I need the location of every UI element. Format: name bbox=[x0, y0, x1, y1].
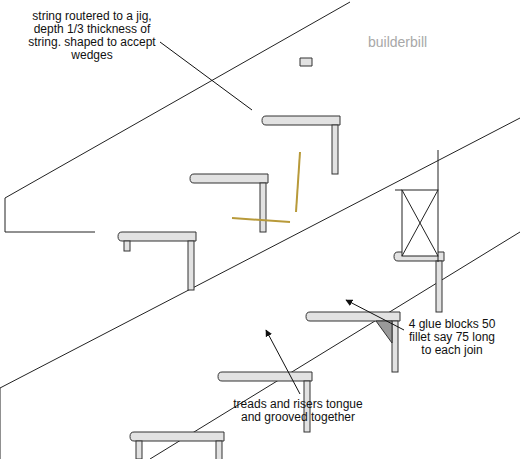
riser bbox=[260, 183, 266, 232]
riser bbox=[188, 241, 194, 290]
riser bbox=[136, 441, 142, 459]
riser bbox=[216, 441, 222, 459]
leader-lines bbox=[160, 42, 404, 394]
riser bbox=[436, 261, 442, 312]
callout-note: string routered to a jig, depth 1/3 thic… bbox=[28, 10, 156, 62]
tread bbox=[300, 58, 312, 66]
riser bbox=[332, 125, 338, 174]
riser bbox=[124, 241, 130, 251]
watermark: builderbill bbox=[368, 36, 478, 49]
tread bbox=[306, 312, 400, 321]
tread bbox=[130, 432, 224, 441]
wedges bbox=[232, 152, 300, 222]
tread bbox=[190, 174, 268, 183]
callout-note: 4 glue blocks 50 fillet say 75 long to e… bbox=[404, 318, 500, 357]
tread bbox=[218, 372, 312, 381]
tread bbox=[262, 116, 340, 125]
assembled-stair bbox=[0, 118, 520, 459]
housed-string bbox=[5, 2, 350, 232]
trimmer-joist bbox=[395, 150, 438, 262]
callout-note: treads and risers tongue and grooved tog… bbox=[232, 398, 364, 424]
glue-block bbox=[376, 321, 392, 343]
riser bbox=[392, 321, 398, 372]
tread bbox=[118, 232, 196, 241]
